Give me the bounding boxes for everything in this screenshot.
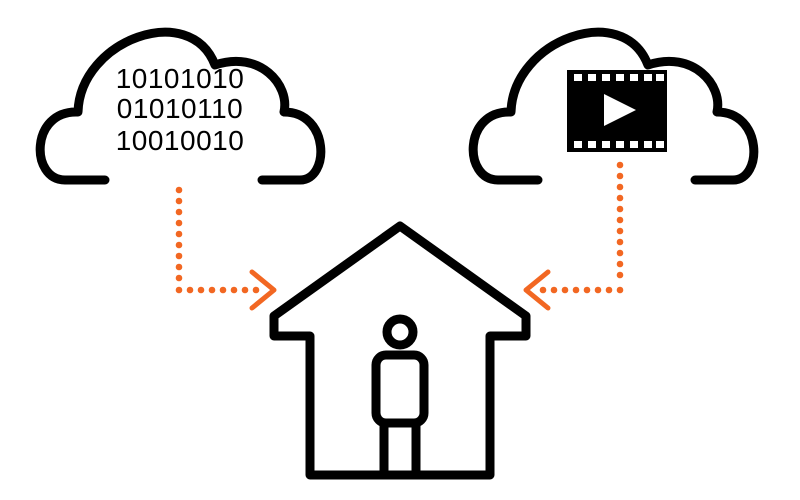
left-connector-arrow <box>175 186 277 311</box>
left-cloud-outline <box>35 27 326 185</box>
cloud-data-icon: 10101010 01010110 10010010 <box>35 27 326 185</box>
connector-dot <box>197 286 205 294</box>
connector-dot <box>616 183 624 191</box>
house-outline <box>269 221 531 480</box>
binary-line-1: 10101010 <box>116 63 245 94</box>
connector-dot <box>572 286 580 294</box>
connector-dot <box>175 241 183 249</box>
binary-line-3: 10010010 <box>116 125 245 156</box>
connector-dot <box>594 286 602 294</box>
connector-dot <box>561 286 569 294</box>
connector-dot <box>252 286 260 294</box>
left-arrowhead <box>249 269 277 311</box>
connector-dot <box>175 286 183 294</box>
connector-dot <box>175 197 183 205</box>
connector-dot <box>616 227 624 235</box>
connector-dot <box>616 271 624 279</box>
connector-dot <box>175 219 183 227</box>
connector-dot <box>583 286 591 294</box>
right-arrowhead <box>523 269 551 311</box>
connector-dot <box>175 186 183 194</box>
connector-dot <box>186 286 194 294</box>
connector-dot <box>175 208 183 216</box>
connector-dot <box>616 238 624 246</box>
person-head <box>382 314 418 350</box>
connector-dot <box>175 252 183 260</box>
connector-dot <box>539 286 547 294</box>
connector-dot <box>230 286 238 294</box>
connector-dot <box>616 194 624 202</box>
connector-dot <box>616 286 624 294</box>
right-connector-arrow <box>523 161 624 311</box>
connector-dot <box>616 260 624 268</box>
person-icon <box>371 314 429 475</box>
connector-dot <box>605 286 613 294</box>
left-connector-dots <box>175 186 260 294</box>
right-cloud-outline <box>468 27 759 185</box>
connector-dot <box>616 172 624 180</box>
connector-dot <box>616 161 624 169</box>
connector-dot <box>175 263 183 271</box>
connector-dot <box>175 274 183 282</box>
play-triangle <box>604 94 636 126</box>
connector-dot <box>616 249 624 257</box>
connector-dot <box>219 286 227 294</box>
binary-line-2: 01010110 <box>117 93 244 124</box>
connector-dot <box>616 205 624 213</box>
house-icon <box>269 221 531 480</box>
person-body <box>371 350 429 428</box>
connector-dot <box>241 286 249 294</box>
connector-dot <box>616 216 624 224</box>
right-connector-dots <box>539 161 624 294</box>
film-play-icon <box>567 70 667 152</box>
connector-dot <box>550 286 558 294</box>
connector-dot <box>208 286 216 294</box>
cloud-video-icon <box>468 27 759 185</box>
connector-dot <box>175 230 183 238</box>
